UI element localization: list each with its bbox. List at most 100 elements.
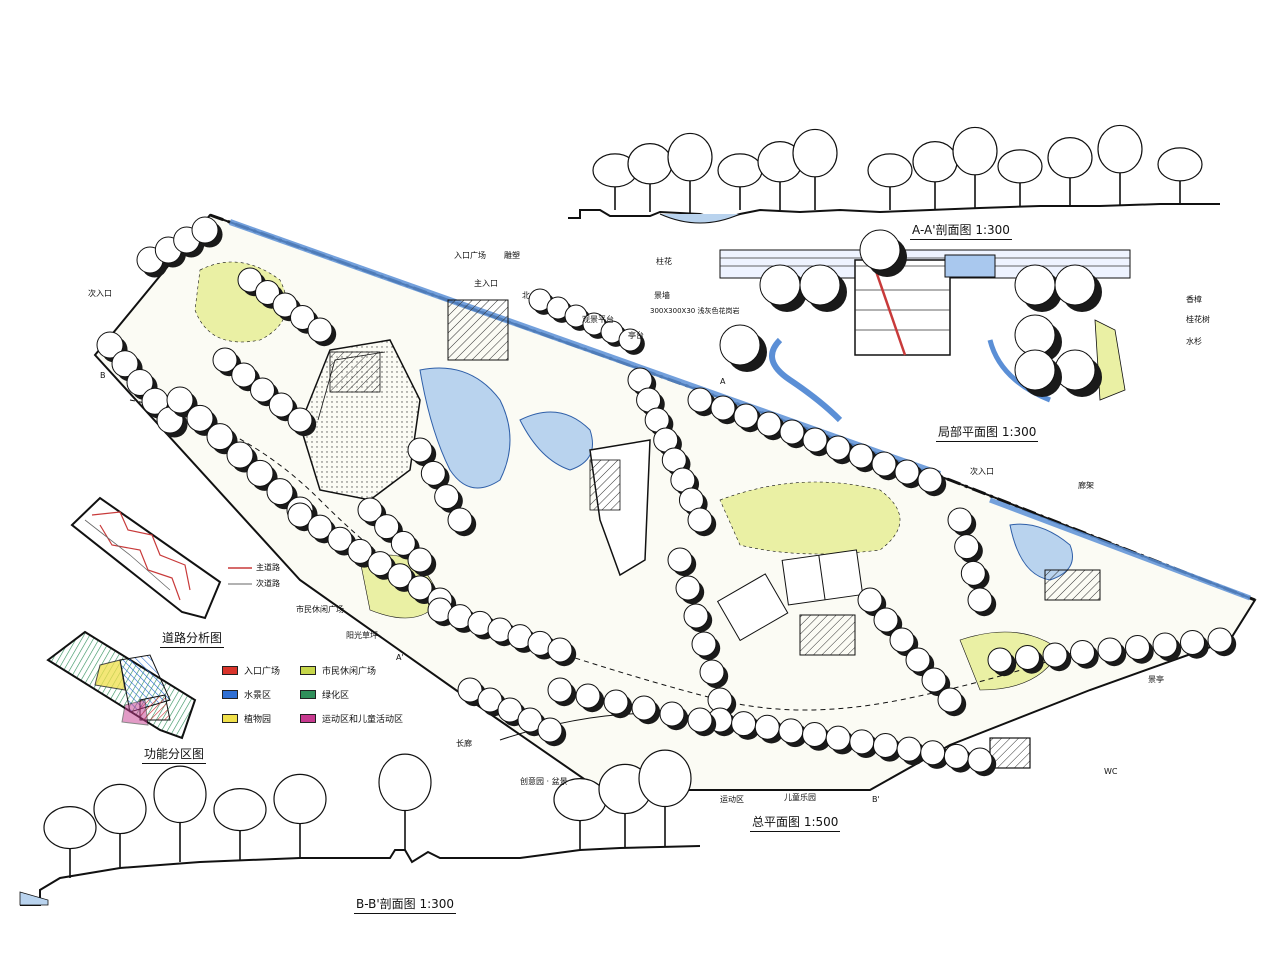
label-gallery: 廊架	[1078, 481, 1094, 490]
label-entrance-plaza: 入口广场	[454, 251, 486, 260]
tree-canopy	[1152, 632, 1178, 658]
tree-canopy	[111, 350, 139, 378]
tree-canopy	[126, 369, 154, 396]
tree-canopy	[1070, 640, 1095, 665]
tree-crown	[213, 787, 267, 832]
tree-canopy	[186, 404, 214, 432]
master-plan	[93, 213, 1257, 791]
tree-canopy	[1097, 637, 1123, 663]
zone-label: 入口广场	[244, 667, 281, 677]
zone-legend-item: 入口广场	[222, 664, 280, 677]
tree-crown	[912, 141, 958, 183]
tree-canopy	[967, 747, 993, 773]
zone-label: 绿化区	[322, 691, 350, 701]
tree-crown	[667, 132, 713, 182]
title-master-plan: 总平面图 1:500	[749, 815, 841, 832]
tree-canopy	[759, 264, 801, 306]
tree-canopy	[231, 362, 257, 388]
tree-crown	[952, 126, 998, 176]
title-road-analysis: 道路分析图	[159, 631, 225, 648]
tree-crown	[792, 128, 838, 178]
tree-canopy	[287, 407, 313, 433]
tree-canopy	[799, 264, 841, 306]
tree-canopy	[719, 324, 761, 366]
tree-canopy	[756, 411, 782, 437]
tree-canopy	[206, 423, 234, 451]
tree-canopy	[917, 467, 943, 493]
tree-canopy	[447, 507, 473, 533]
tree-canopy	[691, 631, 717, 657]
tree-canopy	[937, 687, 963, 713]
zone-label: 植物园	[244, 715, 272, 725]
zone-label: 运动区和儿童活动区	[322, 715, 404, 725]
tree-crown	[93, 783, 147, 835]
tree-canopy	[250, 377, 275, 403]
legend-main-road: 主道路	[256, 563, 280, 572]
section-aa	[568, 124, 1220, 224]
tree-crown	[1157, 147, 1203, 182]
tree-canopy	[687, 507, 713, 533]
tree-canopy	[1014, 314, 1056, 356]
tree-crown	[867, 153, 913, 188]
tree-canopy	[575, 683, 601, 709]
tree-canopy	[779, 419, 805, 445]
tree-crown	[1047, 137, 1093, 179]
tree-canopy	[687, 707, 713, 733]
tree-canopy	[731, 711, 757, 737]
label-promenade: 长廊	[456, 739, 472, 748]
tree-canopy	[390, 530, 416, 556]
label-marker-a-prime: A'	[396, 653, 404, 662]
zone-swatch	[300, 714, 316, 723]
label-marker-b-prime: B'	[872, 795, 880, 804]
function-zoning-diagram	[46, 630, 197, 740]
title-partial-plan: 局部平面图 1:300	[935, 425, 1039, 442]
tree-canopy	[667, 547, 693, 573]
tree-canopy	[699, 659, 725, 685]
zone-swatch	[300, 690, 316, 699]
tree-canopy	[477, 687, 503, 713]
tree-canopy	[947, 507, 973, 533]
tree-canopy	[212, 347, 238, 373]
tree-canopy	[687, 387, 713, 413]
tree-canopy	[1015, 645, 1040, 670]
partial-plan	[719, 229, 1131, 423]
tree-canopy	[894, 459, 920, 485]
tree-canopy	[921, 667, 947, 693]
tree-canopy	[537, 717, 563, 743]
label-sunken-plaza: 阳光草坪	[346, 631, 378, 640]
tree-canopy	[1054, 264, 1096, 306]
tree-canopy	[307, 317, 333, 343]
tree-canopy	[347, 538, 373, 564]
zone-swatch	[300, 666, 316, 675]
tree-canopy	[603, 689, 629, 715]
tree-canopy	[954, 534, 980, 560]
tree-canopy	[960, 560, 986, 586]
label-wall: 景墙	[654, 291, 670, 300]
tree-canopy	[889, 627, 915, 653]
tree-crown	[43, 805, 97, 850]
zone-legend-item: 运动区和儿童活动区	[300, 712, 403, 725]
title-function-zoning: 功能分区图	[141, 747, 207, 764]
tree-canopy	[896, 736, 922, 762]
tree-crown	[638, 749, 692, 808]
tree-canopy	[778, 718, 804, 744]
tree-canopy	[307, 514, 333, 540]
tree-canopy	[357, 497, 383, 523]
tree-canopy	[387, 563, 413, 589]
tree-canopy	[374, 514, 400, 540]
tree-canopy	[683, 603, 709, 629]
label-pavilion-top: 亭台	[628, 331, 644, 340]
tree-crown	[997, 149, 1043, 184]
tree-canopy	[825, 725, 851, 751]
zone-swatch	[222, 714, 238, 723]
section-bb	[19, 749, 701, 906]
tree-canopy	[1180, 630, 1205, 655]
tree-canopy	[905, 647, 931, 673]
tree-canopy	[547, 637, 573, 663]
zone-swatch	[222, 690, 238, 699]
tree-crown	[717, 153, 763, 188]
tree-crown	[153, 765, 207, 824]
label-sports-area: 运动区	[720, 795, 744, 804]
tree-canopy	[857, 587, 883, 613]
tree-crown	[1097, 124, 1143, 174]
